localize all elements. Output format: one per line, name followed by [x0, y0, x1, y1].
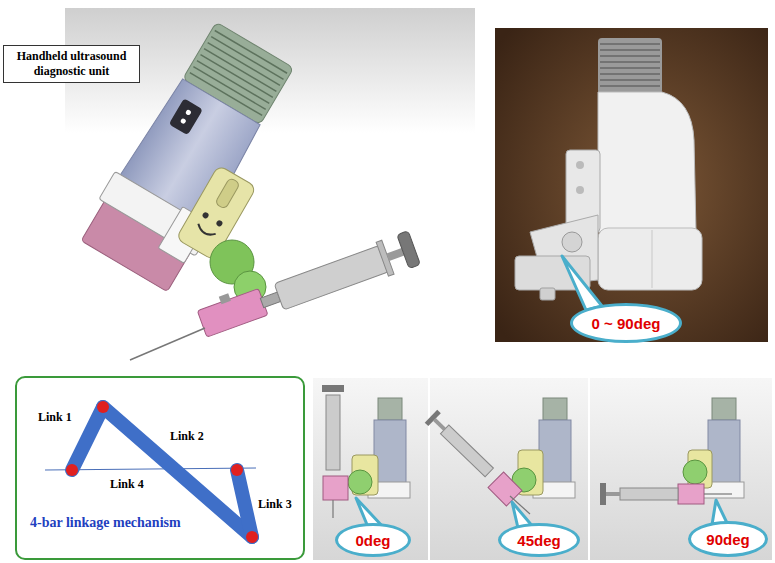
linkage-drawing-part-part — [66, 464, 78, 476]
pose-panels-part — [313, 378, 428, 560]
needle-holder — [195, 283, 268, 337]
callout-tail-part — [562, 256, 602, 310]
part-label: Link 4 — [110, 477, 144, 492]
pose-90-part — [712, 398, 736, 420]
ultrasound-device-part — [169, 98, 203, 135]
pose-90-part — [708, 420, 740, 488]
pose-90-part — [620, 488, 678, 500]
pose-45-part — [543, 398, 567, 420]
callout-bubble: 0 ~ 90deg — [570, 303, 682, 343]
linkage-drawing-part-part — [246, 531, 258, 543]
pose-45-part — [539, 420, 571, 488]
pose-0-part — [378, 398, 402, 420]
photo-part — [598, 228, 702, 290]
linkage-panel: 4-bar linkage mechanism — [15, 376, 305, 560]
part-label: Link 3 — [258, 497, 292, 512]
bracket-part — [215, 177, 240, 209]
needle-holder-part — [219, 293, 231, 304]
label-box: Handheld ultrasound diagnostic unit — [3, 45, 140, 83]
photo-part-part — [600, 61, 660, 63]
callout-bubble: 45deg — [498, 523, 580, 557]
linkage-drawing-part-part — [97, 401, 109, 413]
callout-text: 90deg — [706, 531, 749, 548]
pose-panels-part — [590, 378, 772, 560]
syringe-part — [387, 248, 405, 261]
pose-90-part — [606, 492, 620, 496]
ultrasound-device-part-part — [215, 31, 287, 74]
ultrasound-device-part-part — [211, 37, 283, 80]
photo — [495, 28, 768, 342]
pose-45-part-part — [440, 425, 493, 477]
photo-part — [652, 230, 653, 288]
needle-holder-part — [197, 289, 268, 338]
ultrasound-device-part-part — [201, 55, 273, 98]
photo-part-part — [600, 49, 660, 51]
callout-text: 0 ~ 90deg — [592, 315, 661, 332]
pose-45-part — [425, 410, 496, 479]
part-label: Link 2 — [170, 429, 204, 444]
photo-part-part — [600, 55, 660, 57]
part-label: Link 1 — [38, 410, 72, 425]
photo-part — [495, 28, 768, 342]
needle — [130, 328, 205, 360]
pose-90-part — [704, 493, 732, 494]
pose-90-part — [600, 483, 606, 505]
photo-part — [600, 44, 660, 86]
linkage-drawing-part-part — [237, 470, 252, 537]
ultrasound-device-part-part — [204, 49, 276, 92]
linkage-drawing-part-part — [231, 464, 243, 476]
ultrasound-device-part — [185, 109, 192, 116]
photo-part-part — [600, 43, 660, 45]
pose-0-part — [322, 385, 344, 392]
photo-part — [576, 161, 584, 169]
bracket-part — [196, 224, 216, 238]
pose-panels-part — [430, 378, 588, 560]
linkage-drawing-part-part — [72, 407, 103, 470]
ultrasound-device-part-part — [208, 43, 280, 86]
pose-0-part — [374, 420, 406, 488]
ultrasound-device-part — [180, 118, 187, 125]
pose-0 — [322, 385, 410, 518]
callout-tail — [562, 256, 602, 310]
photo-part — [562, 232, 582, 252]
photo-part — [598, 92, 696, 232]
pose-0-part — [348, 470, 372, 494]
label-text: Handheld ultrasound diagnostic unit — [8, 49, 135, 79]
photo-part-part — [600, 85, 660, 87]
panel-title: 4-bar linkage mechanism — [30, 515, 181, 531]
callout-text: 0deg — [355, 532, 390, 549]
pose-90-part — [678, 484, 704, 504]
syringe-part — [397, 231, 421, 269]
pose-0-part — [326, 395, 340, 470]
photo-part — [540, 288, 555, 300]
photo-part-part — [600, 67, 660, 69]
pose-panels — [313, 378, 772, 560]
photo-part-part — [600, 79, 660, 81]
bracket-part — [215, 219, 223, 227]
photo-part-part — [600, 73, 660, 75]
pose-45-part — [488, 472, 522, 506]
syringe — [256, 231, 421, 320]
pose-0-part — [332, 500, 333, 518]
photo-part — [598, 38, 662, 94]
needle-part — [130, 328, 205, 360]
pose-45-part-part — [425, 410, 441, 426]
pose-45-part-part — [433, 418, 446, 431]
pose-90 — [600, 398, 744, 505]
callout-bubble: 0deg — [335, 523, 411, 557]
photo-part — [576, 186, 584, 194]
pose-90-part — [683, 460, 707, 484]
pose-45 — [425, 398, 575, 514]
pose-0-part — [323, 476, 348, 500]
callout-bubble: 90deg — [688, 521, 768, 557]
bracket-part — [201, 211, 209, 219]
callout-text: 45deg — [517, 532, 560, 549]
syringe-part — [274, 245, 389, 310]
